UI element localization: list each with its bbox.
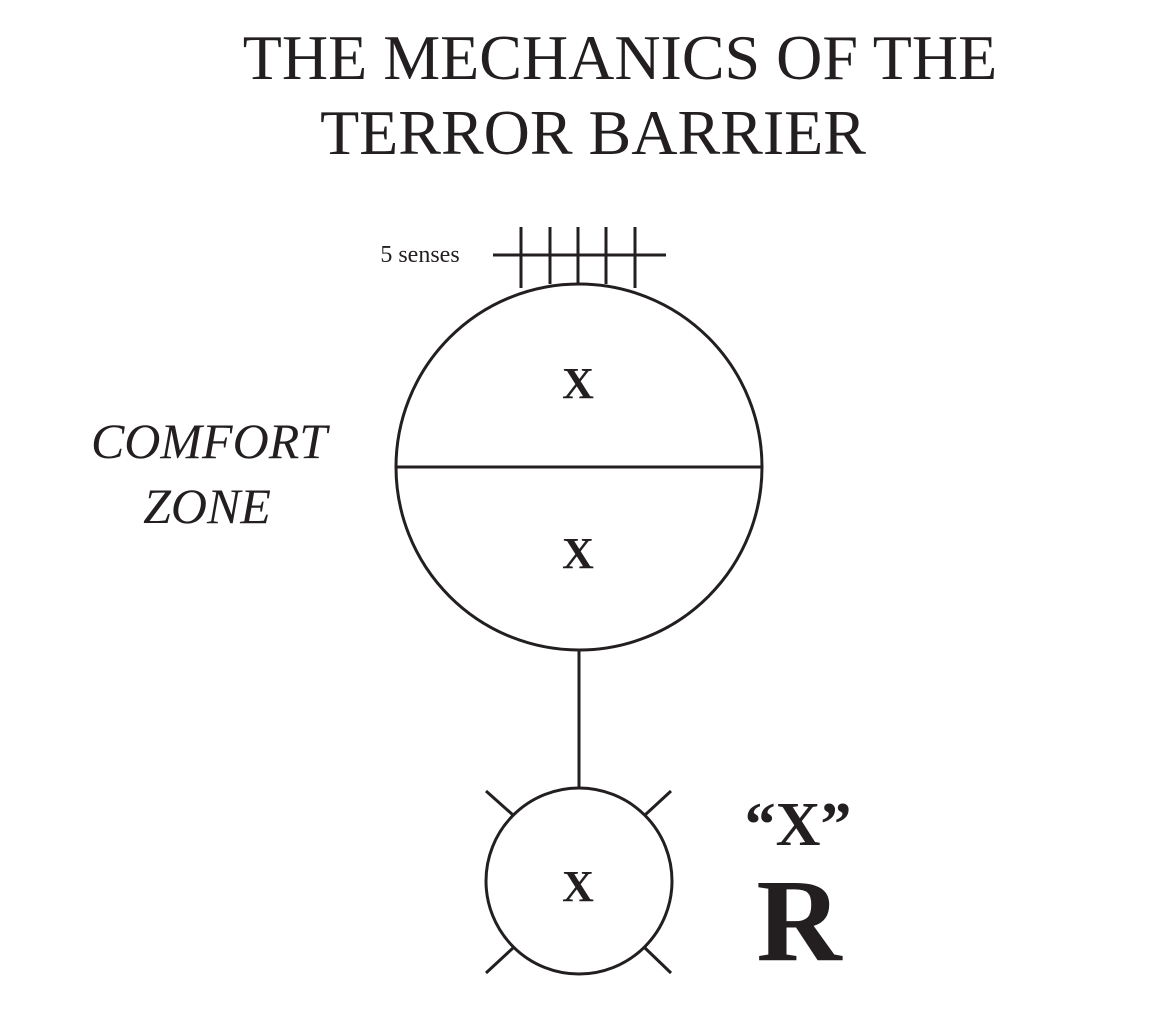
title-line-1: THE MECHANICS OF THE [243, 22, 997, 93]
title-line-2: TERROR BARRIER [320, 97, 866, 168]
body-outline [484, 786, 674, 976]
body-x: X [562, 862, 594, 911]
senses-ticks [493, 227, 666, 288]
subconscious-mind-x: X [562, 529, 594, 578]
body-circle: X [484, 786, 674, 976]
senses-label: 5 senses [380, 242, 459, 268]
vibration-mark-bottom-right [643, 946, 673, 975]
comfort-zone-label: COMFORT ZONE [91, 413, 330, 534]
mind-circle: X X [394, 282, 764, 652]
result-quote: “X” [745, 791, 852, 859]
diagram-title: THE MECHANICS OF THE TERROR BARRIER [243, 22, 997, 168]
comfort-zone-line-2: ZONE [143, 478, 271, 534]
vibration-mark-top-right [643, 789, 673, 817]
result-label: “X” R [745, 791, 852, 986]
conscious-mind-x: X [562, 359, 594, 408]
vibration-mark-top-left [485, 789, 514, 817]
vibration-mark-bottom-left [484, 946, 515, 975]
result-letter: R [756, 855, 843, 986]
comfort-zone-line-1: COMFORT [91, 413, 330, 469]
